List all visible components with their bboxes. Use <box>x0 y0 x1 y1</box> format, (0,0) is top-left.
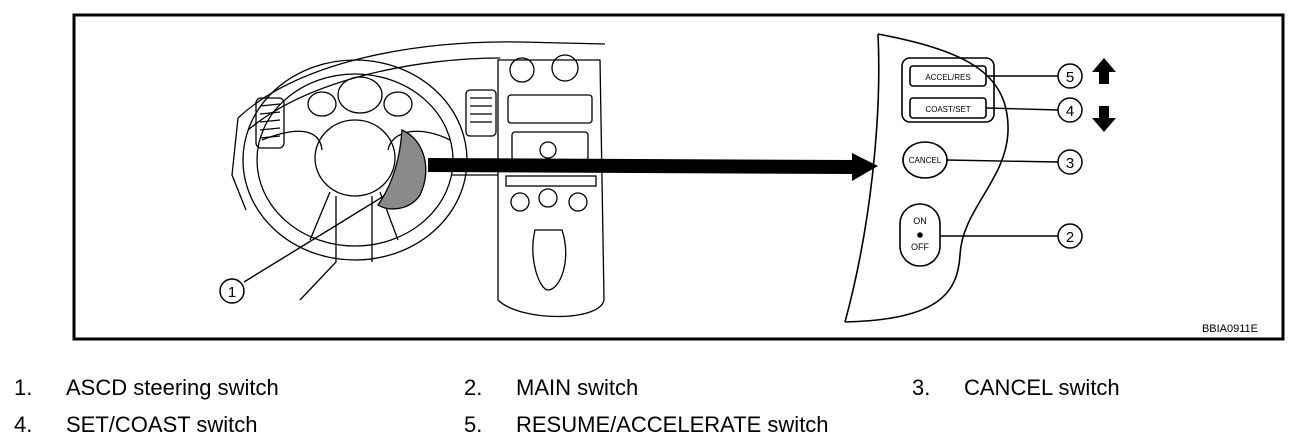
callout-5: 5 <box>1057 63 1083 89</box>
callout-4: 4 <box>1057 97 1083 123</box>
legend-label: CANCEL switch <box>964 375 1120 400</box>
legend-label: SET/COAST switch <box>66 412 258 437</box>
legend-number: 3. <box>912 375 931 400</box>
down-arrow-icon <box>1092 106 1116 132</box>
callout-2: 2 <box>1057 223 1083 249</box>
leader-lines <box>243 75 1059 283</box>
resume-switch-label: ACCEL/RES <box>925 73 970 82</box>
callout-3: 3 <box>1057 149 1083 175</box>
legend-number: 2. <box>464 375 483 400</box>
legend-label: ASCD steering switch <box>66 375 279 400</box>
main-switch <box>899 203 941 267</box>
up-arrow-icon <box>1092 58 1116 84</box>
diagram-frame <box>72 13 1285 341</box>
cancel-switch-label: CANCEL <box>909 156 942 165</box>
callout-1: 1 <box>219 278 245 304</box>
main-switch-on-label: ON <box>913 216 927 226</box>
figure-code: BBIA0911E <box>1202 323 1258 335</box>
svg-text:3: 3 <box>1066 155 1074 172</box>
legend-label: MAIN switch <box>516 375 639 400</box>
svg-text:5: 5 <box>1066 69 1074 86</box>
pointer-arrow <box>428 153 878 181</box>
center-console <box>497 54 605 318</box>
svg-text:4: 4 <box>1066 103 1074 120</box>
svg-text:1: 1 <box>228 284 236 301</box>
svg-text:2: 2 <box>1066 229 1074 246</box>
steering-switch-highlight <box>377 129 427 210</box>
legend-number: 5. <box>464 412 483 437</box>
legend-label: RESUME/ACCELERATE switch <box>516 412 829 437</box>
dashboard-illustration <box>231 41 606 318</box>
main-switch-off-label: OFF <box>911 242 929 252</box>
center-air-vent <box>465 89 497 137</box>
legend-number: 4. <box>14 412 33 437</box>
legend-number: 1. <box>14 375 33 400</box>
set-switch-label: COAST/SET <box>925 105 970 114</box>
